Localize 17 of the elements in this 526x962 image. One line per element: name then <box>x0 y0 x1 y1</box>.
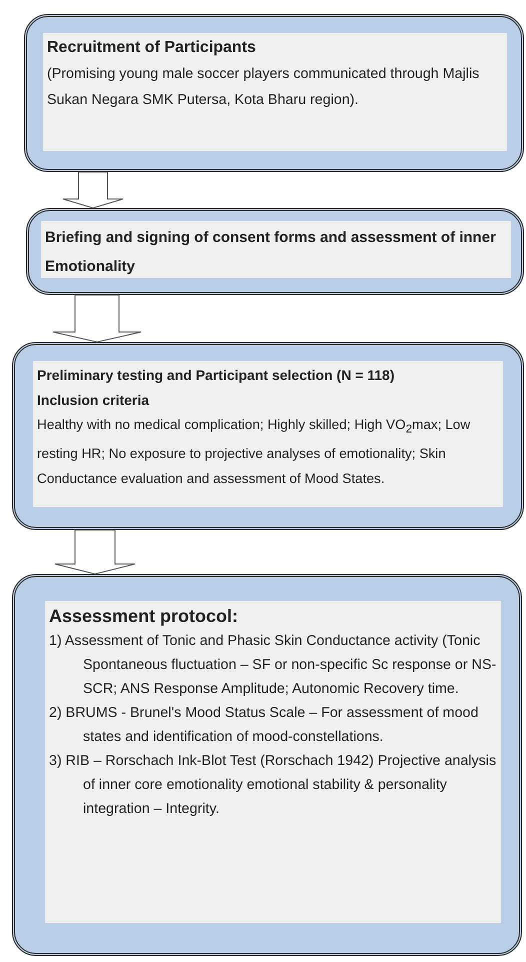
process-box <box>26 208 524 295</box>
block-arrow <box>54 530 136 575</box>
block-arrow <box>52 294 142 343</box>
box-heading: Assessment protocol: <box>49 605 240 628</box>
box-heading: Inclusion criteria <box>37 390 150 410</box>
box-text: Healthy with no medical complication; Highly skilled; High VO$_{2}$max; Low resting HR; No exposure to projective analyses of emotionality; Skin Conductance evaluation and assessment of Mood States. <box>37 416 472 488</box>
box-heading: Briefing and signing of consent forms and assessment of inner Emotionality <box>45 228 497 278</box>
process-box <box>12 574 522 956</box>
list-item: 2) BRUMS - Brunel's Mood Status Scale – For assessment of mood states and identification of mood-constellations. <box>49 704 480 748</box>
process-box <box>12 342 524 530</box>
box-heading: Preliminary testing and Participant selection (N = 118) <box>37 366 396 385</box>
process-box <box>24 14 524 172</box>
list-item: 3) RIB – Rorschach Ink-Blot Test (Rorschach 1942) Projective analysis of inner core emotionality emotional stability & personality integration – Integrity. <box>49 752 497 820</box>
block-arrow <box>62 172 124 209</box>
box-text: (Promising young male soccer players communicated through Majlis Sukan Negara SMK Putersa, Kota Bharu region). <box>47 64 480 110</box>
list-item: 1) Assessment of Tonic and Phasic Skin Conductance activity (Tonic Spontaneous fluctuation – SF or non-specific Sc response or NS-SCR; ANS Response Amplitude; Autonomic Recovery time. <box>49 632 497 700</box>
box-heading: Recruitment of Participants <box>47 38 257 58</box>
